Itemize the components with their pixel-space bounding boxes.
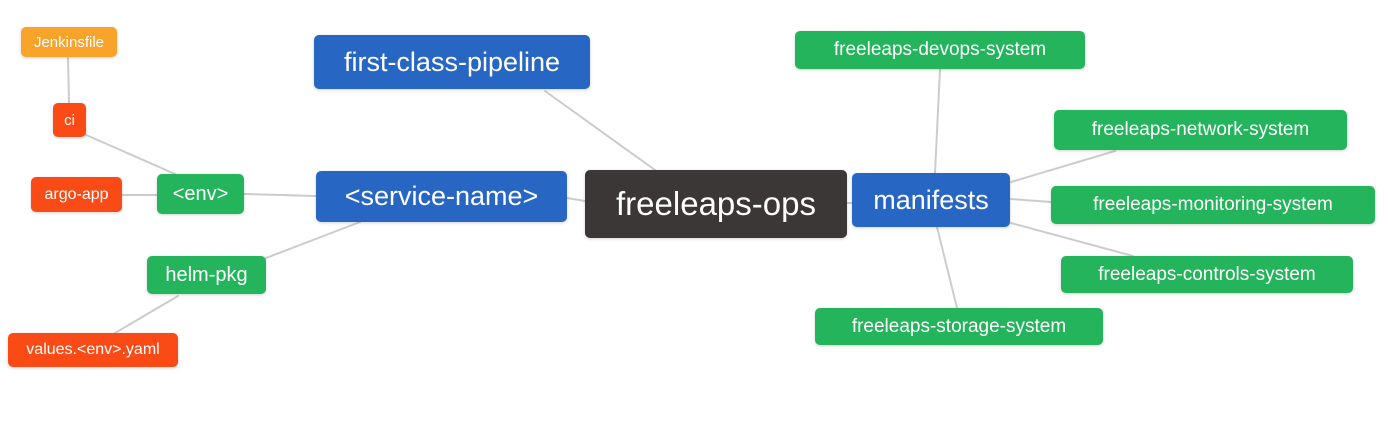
node-freeleaps-ops-root[interactable]: freeleaps-ops [585,170,847,238]
node-argo-app[interactable]: argo-app [31,177,122,212]
edge-manifests-monitoring [1010,198,1052,203]
edge-manifests-devops [934,68,941,174]
edge-manifests-network [1010,150,1116,183]
edge-ci-env [83,133,176,175]
edge-manifests-storage [936,226,958,309]
node-env[interactable]: <env> [157,174,244,214]
node-freeleaps-network-system[interactable]: freeleaps-network-system [1054,110,1347,150]
node-freeleaps-monitoring-system[interactable]: freeleaps-monitoring-system [1051,186,1375,224]
edge-pipeline-root [544,90,656,171]
node-ci[interactable]: ci [53,103,86,137]
node-first-class-pipeline[interactable]: first-class-pipeline [314,35,590,89]
edge-helm-pkg-service-name [265,221,361,259]
edge-env-service-name [243,193,317,197]
node-freeleaps-controls-system[interactable]: freeleaps-controls-system [1061,256,1353,293]
node-service-name[interactable]: <service-name> [316,171,567,222]
node-freeleaps-devops-system[interactable]: freeleaps-devops-system [795,31,1085,69]
node-helm-pkg[interactable]: helm-pkg [147,256,266,294]
edge-service-name-root [566,197,586,202]
node-manifests[interactable]: manifests [852,173,1010,227]
node-jenkinsfile[interactable]: Jenkinsfile [21,27,117,57]
node-freeleaps-storage-system[interactable]: freeleaps-storage-system [815,308,1103,345]
node-values-env-yaml[interactable]: values.<env>.yaml [8,333,178,367]
edge-manifests-controls [1010,222,1134,257]
edge-jenkinsfile-ci [67,57,70,104]
edge-values-helm-pkg [114,295,179,334]
